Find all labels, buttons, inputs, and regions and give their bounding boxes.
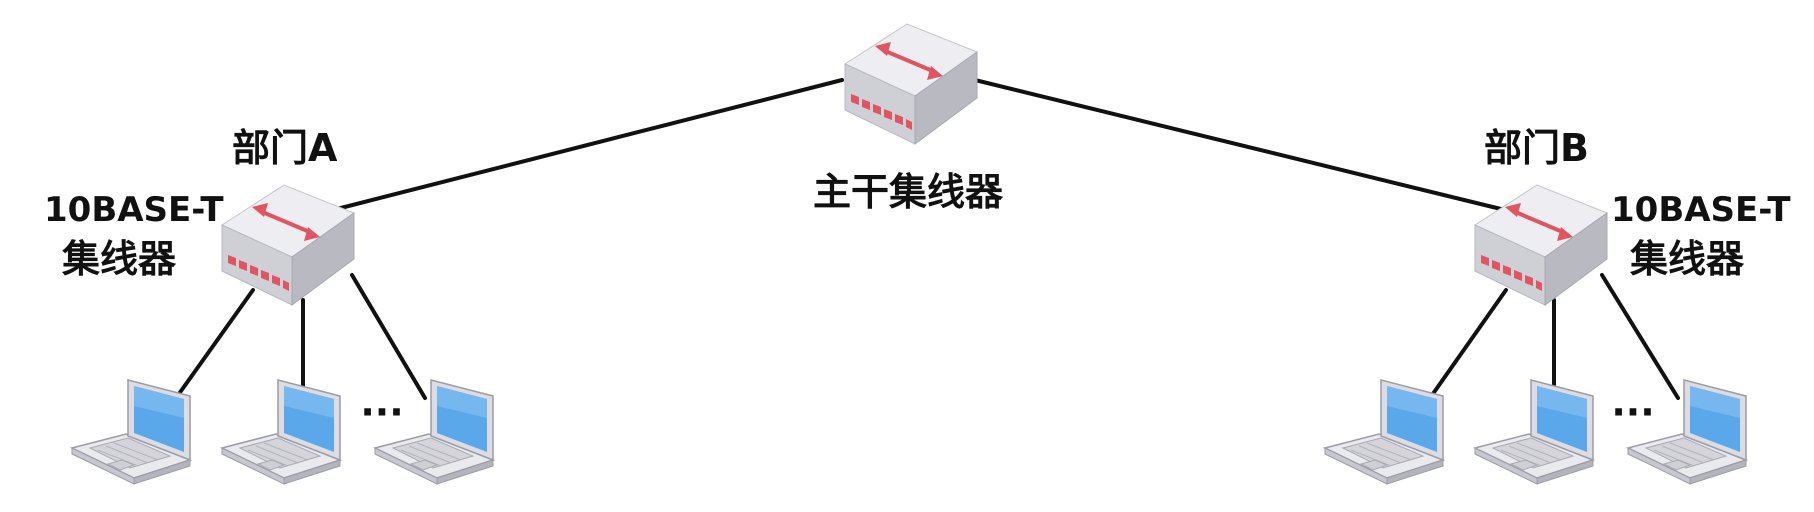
dept-b-laptop-2-icon [1474,379,1594,485]
backbone-hub-icon [843,22,979,146]
dept-a-laptop-1-icon [71,379,191,485]
dept-b-hub-model: 10BASE-T [1611,190,1791,230]
dept-b-hub-type: 集线器 [1629,237,1745,281]
backbone-link-b [973,78,1507,212]
dept-a-link-3 [350,273,427,400]
dept-b-hub-icon [1473,183,1609,307]
dept-a-link-1 [174,288,255,400]
dept-a-laptop-2-icon [221,379,341,485]
dept-a-hub-type: 集线器 [61,237,177,281]
dept-b-laptop-1-icon [1324,379,1444,485]
dept-a-hub-icon [220,183,356,307]
dept-b-link-1 [1428,288,1508,400]
dept-a-name: 部门A [232,126,338,170]
dept-b-name: 部门B [1484,126,1589,170]
dept-b-ellipsis: ··· [1611,390,1654,434]
dept-b-link-3 [1600,273,1680,400]
dept-a-ellipsis: ··· [360,390,403,434]
backbone-link-a [331,78,844,212]
backbone-hub-label: 主干集线器 [813,170,1004,214]
dept-a-hub-model: 10BASE-T [44,190,224,230]
